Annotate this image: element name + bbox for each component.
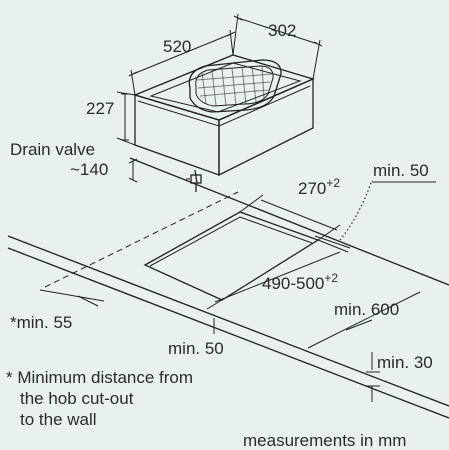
dim-min600 [307,291,421,349]
dim-490-500 [206,239,349,310]
appliance-body [133,54,315,177]
label-min50-right: min. 50 [373,161,429,180]
dim-227 [116,91,136,146]
label-140: ~140 [70,160,108,179]
dim-520 [128,29,236,96]
dim-min30 [366,352,380,402]
units-note: measurements in mm [243,431,406,450]
label-min30: min. 30 [377,353,433,372]
label-520: 520 [163,37,191,56]
dim-140 [128,158,138,183]
footnote-line2: the hob cut-out [20,389,134,408]
fryer-basket [188,59,282,113]
label-min50-front: min. 50 [168,339,224,358]
footnote-line3: to the wall [20,410,97,429]
dim-270 [239,194,341,241]
label-227: 227 [86,99,114,118]
label-min55: *min. 55 [10,313,72,332]
label-min600: min. 600 [334,300,399,319]
wall-dashed-line [44,191,239,288]
label-270: 270+2 [298,176,340,198]
label-490-500: 490-500+2 [262,271,338,293]
worktop [7,157,449,419]
dim-min55 [39,289,105,307]
label-302: 302 [268,21,296,40]
label-drain-valve: Drain valve [10,140,95,159]
footnote-line1: * Minimum distance from [6,368,193,387]
dim-min50-right [314,179,436,249]
dim-302 [232,13,323,80]
